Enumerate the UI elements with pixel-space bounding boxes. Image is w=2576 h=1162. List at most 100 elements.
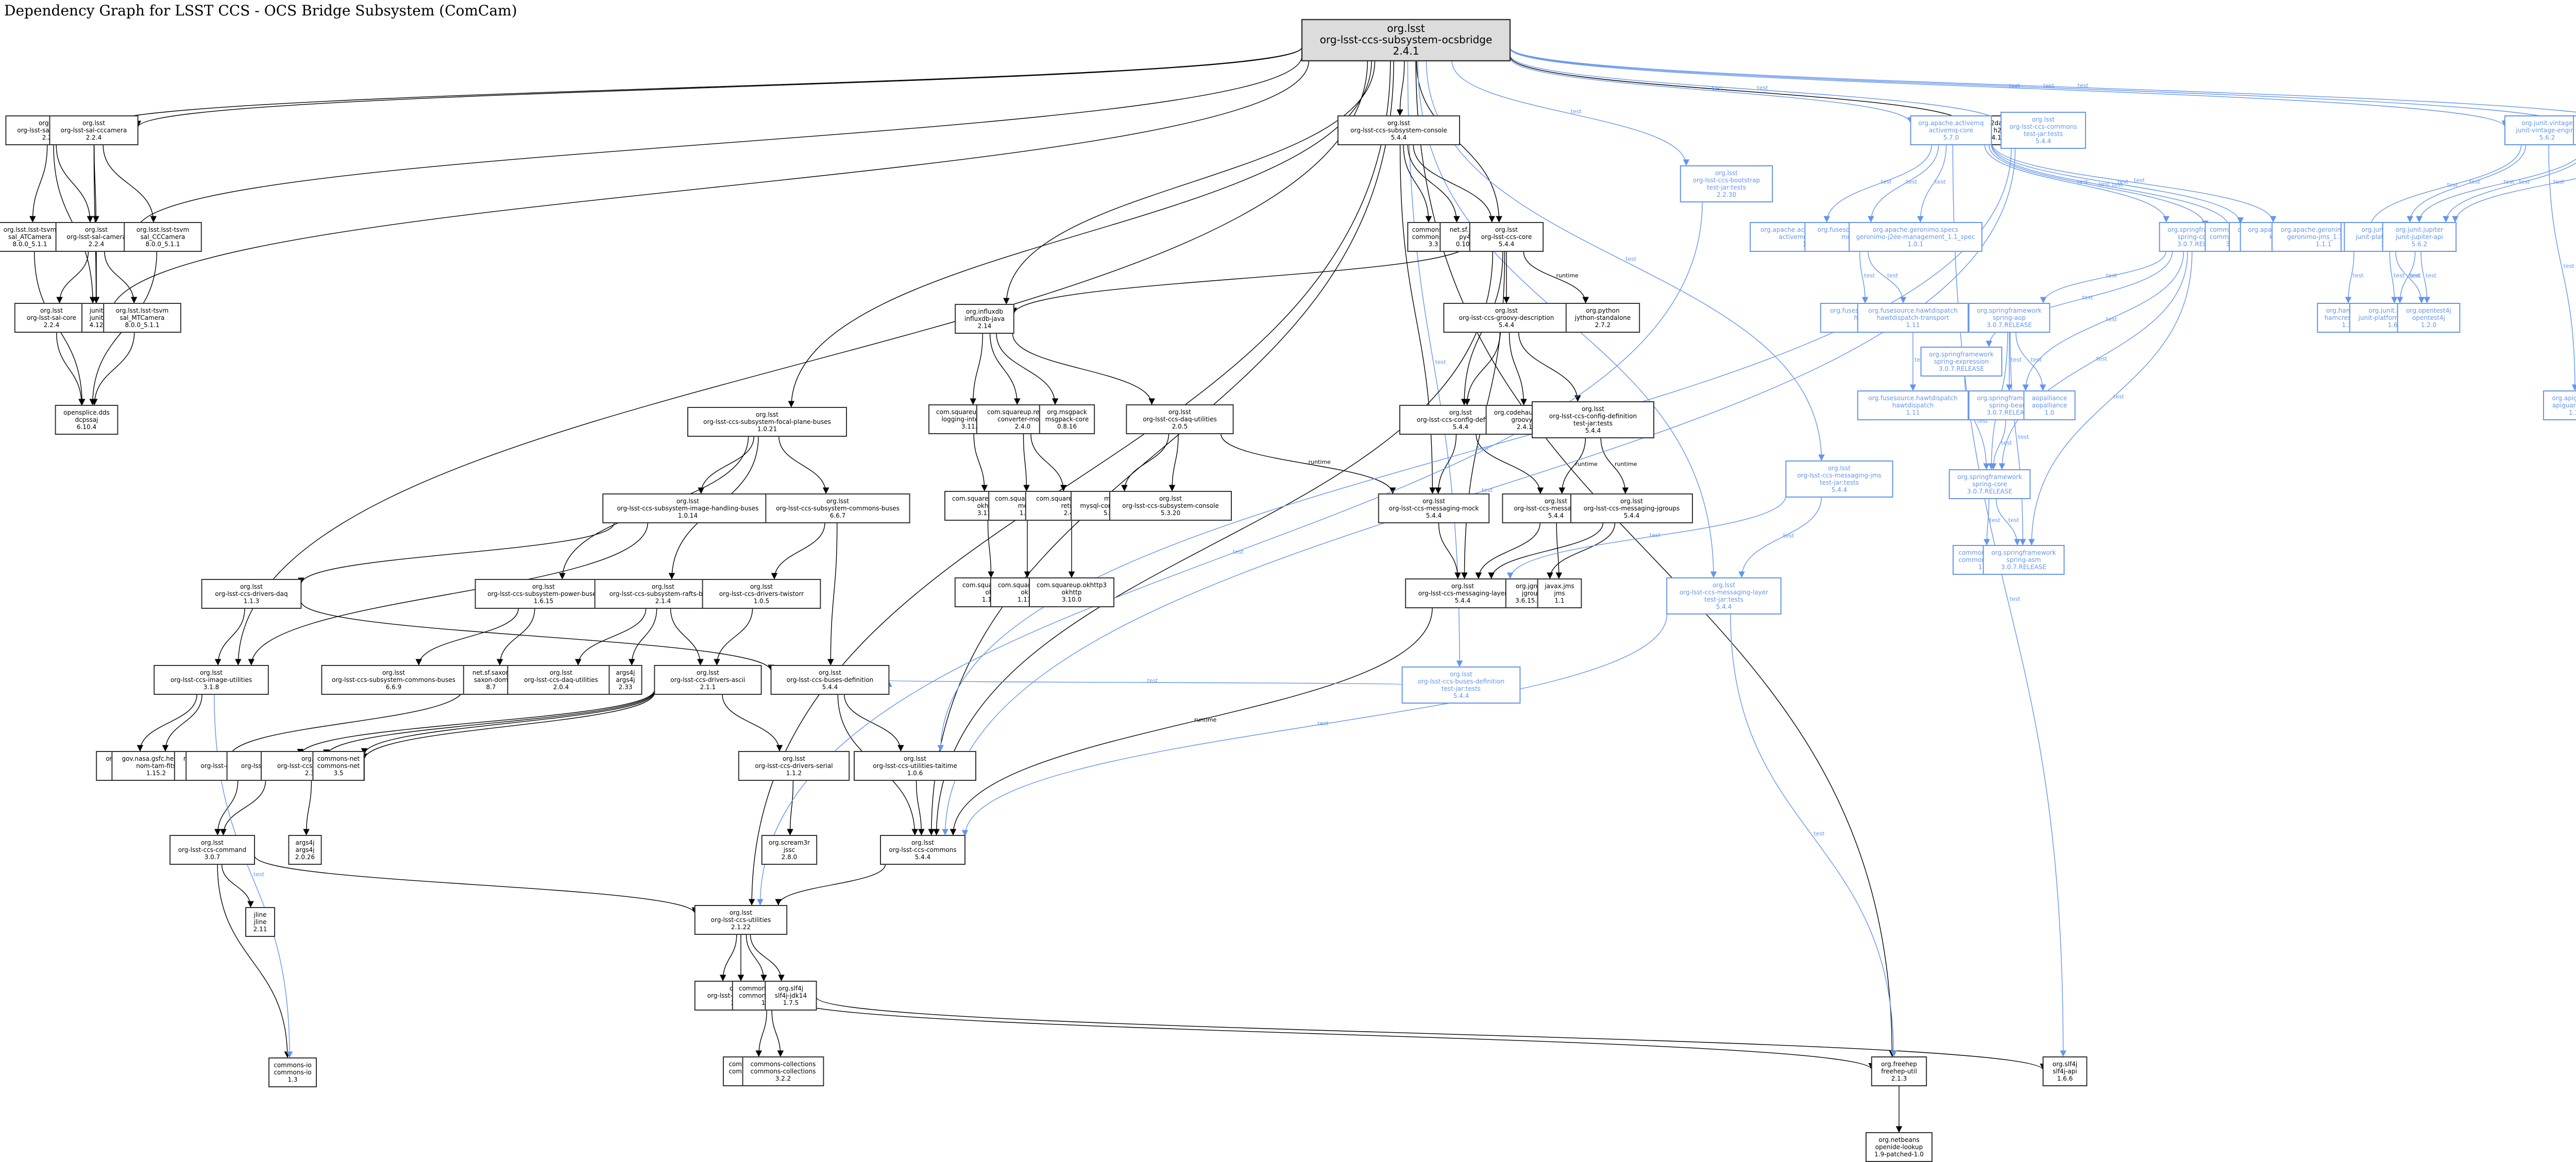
node-label-line: org.freehep [1881,1061,1917,1068]
node-label-line: 3.3 [1428,241,1438,248]
node-commons-tests[interactable]: org.lsstorg-lsst-ccs-commonstest-jar:tes… [2001,112,2086,149]
node-ocsbridge[interactable]: org.lsstorg-lsst-ccs-subsystem-ocsbridge… [1301,19,1511,62]
node-focal-plane-buses[interactable]: org.lsstorg-lsst-ccs-subsystem-focal-pla… [687,407,847,437]
node-openide-lookup[interactable]: org.netbeansopenide-lookup1.9-patched-1.… [1866,1132,1933,1162]
node-label-line: org.lsst [1495,226,1518,233]
node-messaging-jgroups[interactable]: org.lsstorg-lsst-ccs-messaging-jgroups5.… [1570,493,1693,523]
edge-messaging-jms-to-messaging-layer [1475,522,1540,579]
node-label-line: gov.nasa.gsfc.heasarc [122,755,190,762]
node-box [245,907,275,937]
node-twistorr[interactable]: org.lsstorg-lsst-ccs-drivers-twistorr1.0… [702,579,821,609]
node-commons-buses-667[interactable]: org.lsstorg-lsst-ccs-subsystem-commons-b… [765,493,910,523]
node-messaging-layer-tests[interactable]: org.lsstorg-lsst-ccs-messaging-layertest… [1666,577,1782,614]
node-subsystem-console[interactable]: org.lsstorg-lsst-ccs-subsystem-console5.… [1337,115,1460,145]
node-tsvm-mtcamera[interactable]: org.lsst.lsst-tsvmsal_MTCamera8.0.0_5.1.… [103,303,181,333]
node-box [55,222,138,252]
edge-daq-utilities-205-to-messaging-mock [1221,433,1396,494]
node-junit-jupiter-engine[interactable]: org.junit.jupiterjunit-jupiter-engine5.6… [2573,115,2576,145]
node-power-buses[interactable]: org.lsstorg-lsst-ccs-subsystem-power-bus… [474,579,613,609]
node-spring-aop[interactable]: org.springframeworkspring-aop3.0.7.RELEA… [1968,303,2050,333]
node-bootstrap-tests[interactable]: org.lsstorg-lsst-ccs-bootstraptest-jar:t… [1680,165,1773,202]
node-hawtdispatch-transport[interactable]: org.fusesource.hawtdispatchhawtdispatch-… [1857,303,1969,333]
node-buses-definition[interactable]: org.lsstorg-lsst-ccs-buses-definition5.4… [770,665,890,695]
node-image-handling-buses[interactable]: org.lsstorg-lsst-ccs-subsystem-image-han… [602,493,773,523]
node-utilities-taitime[interactable]: org.lsstorg-lsst-ccs-utilities-taitime1.… [854,751,976,781]
node-label-line: org.scream3r [769,839,810,846]
node-label-line: org-lsst-sal-cccamera [61,127,127,134]
node-junit-vintage-engine[interactable]: org.junit.vintagejunit-vintage-engine5.6… [2504,115,2576,145]
node-image-utilities[interactable]: org.lsstorg-lsst-ccs-image-utilities3.1.… [154,665,269,695]
edges-layer: testtesttesttesttesttesttesttesttestrunt… [29,47,2576,1133]
node-label-line: 2.33 [619,683,633,691]
node-label-line: spring-asm [2007,556,2041,563]
edge-ccs-core-to-influxdb [1010,243,1470,315]
edge-daq-utilities-205-to-mysql [1121,433,1170,492]
node-messaging-layer[interactable]: org.lsstorg-lsst-ccs-messaging-layer5.4.… [1405,578,1520,608]
edge-junit-jupiter-api-to-opentest4j [2420,251,2431,304]
node-subsystem-console-5320[interactable]: org.lsstorg-lsst-ccs-subsystem-console5.… [1109,491,1232,521]
node-groovy-description[interactable]: org.lsstorg-lsst-ccs-groovy-description5… [1443,303,1570,333]
node-commons-collections[interactable]: commons-collectionscommons-collections3.… [742,1056,824,1086]
edge-ocsbridge-to-sal-cccamera [134,47,1302,128]
edge-subsystem-console-to-py4j [1407,144,1460,223]
node-spring-expression[interactable]: org.springframeworkspring-expression3.0.… [1920,347,2003,377]
node-label-line: 2.4.12 [1517,423,1536,431]
nodes-layer: org.lsstorg-lsst-ccs-subsystem-ocsbridge… [0,19,2576,1162]
node-label-line: sal_CCCamera [141,233,185,241]
node-box [55,405,118,435]
node-label-line: 5.4.4 [1624,512,1640,519]
edge-subsystem-console-to-messaging-mock [1399,144,1436,494]
node-label-line: net.sf.saxon [472,669,510,676]
node-spring-core[interactable]: org.springframeworkspring-core3.0.7.RELE… [1948,469,2031,499]
node-hawtdispatch[interactable]: org.fusesource.hawtdispatchhawtdispatch1… [1857,390,1969,420]
node-commons-buses-669[interactable]: org.lsstorg-lsst-ccs-subsystem-commons-b… [321,665,466,695]
node-messaging-jms-tests[interactable]: org.lsstorg-lsst-ccs-messaging-jmstest-j… [1785,460,1893,498]
edge-rafts-buses-to-drivers-ascii [670,608,704,666]
edge-messaging-jgroups-to-jgroups [1547,522,1616,579]
edge-ccs-command-to-commons-io [217,864,291,1058]
node-label-line: org.lsst [240,583,263,590]
edge-junit-platform-engine-to-junit-platform-commons [2389,251,2398,304]
node-geronimo-mgmt[interactable]: org.apache.geronimo.specsgeronimo-j2ee-m… [1849,222,1982,252]
node-box [1378,493,1490,523]
node-spring-asm[interactable]: org.springframeworkspring-asm3.0.7.RELEA… [1982,545,2065,575]
node-config-definition-tests[interactable]: org.lsstorg-lsst-ccs-config-definitionte… [1532,401,1654,438]
node-tsvm-cccamera[interactable]: org.lsst.lsst-tsvmsal_CCCamera8.0.0_5.1.… [124,222,202,252]
node-buses-definition-tests[interactable]: org.lsstorg-lsst-ccs-buses-definitiontes… [1401,667,1521,704]
node-label-line: org-lsst-ccs-subsystem-commons-buses [776,505,900,512]
